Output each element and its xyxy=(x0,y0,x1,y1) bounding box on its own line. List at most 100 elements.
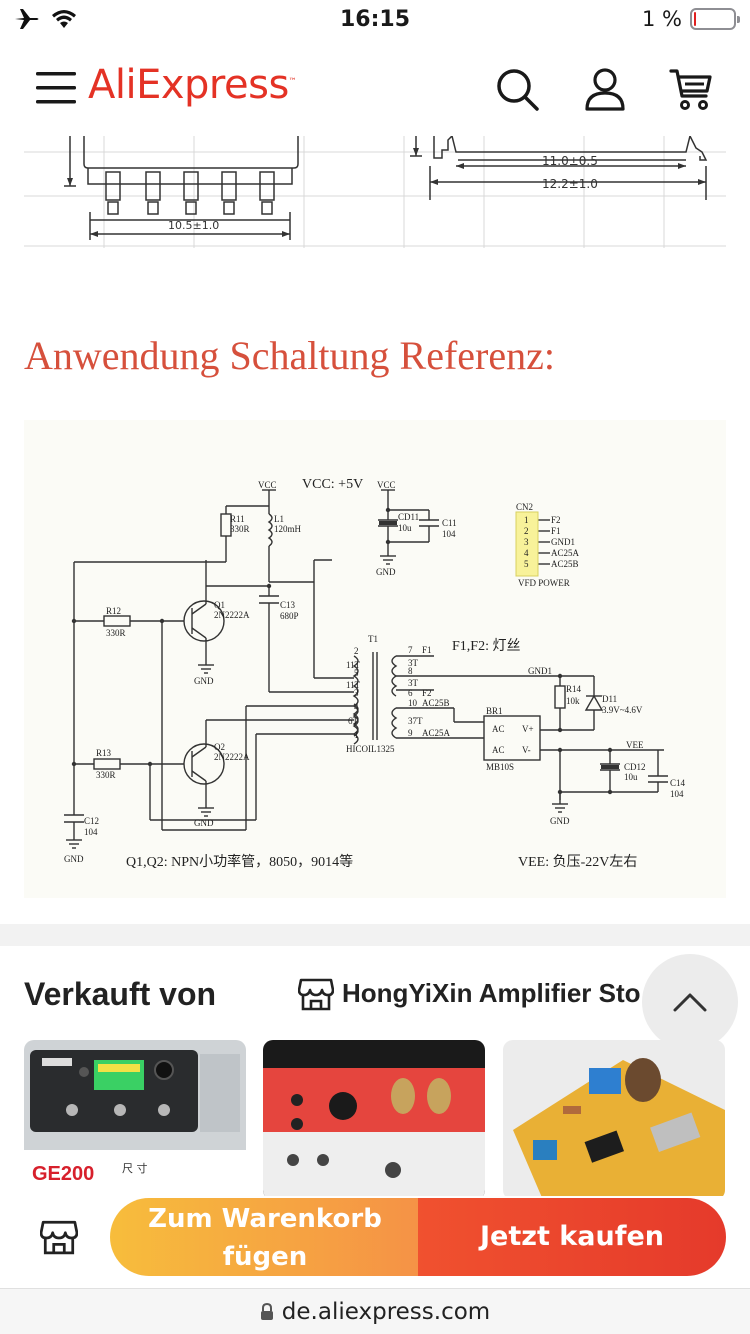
schematic-note: Q1,Q2: NPN小功率管，8050，9014等 xyxy=(126,853,353,870)
schematic-label: 104 xyxy=(84,827,98,837)
schematic-label: 37T xyxy=(408,716,423,726)
dim-label: 12.2±1.0 xyxy=(542,177,598,191)
schematic-label: 3 xyxy=(354,688,359,698)
schematic-note: VEE: 负压-22V左右 xyxy=(518,854,637,870)
schematic-label: 1 xyxy=(524,515,529,525)
schematic-label: 10 xyxy=(408,698,418,708)
schematic-label: 7 xyxy=(408,645,413,655)
schematic-label: GND xyxy=(194,818,214,828)
schematic-image: VCC VCC R11 330R L1 120mH CD11 10u C11 1… xyxy=(24,420,726,898)
schematic-label: F1 xyxy=(551,526,561,536)
add-to-cart-button[interactable]: Zum Warenkorb fügen xyxy=(110,1198,420,1276)
schematic-label: CD11 xyxy=(398,512,419,522)
schematic-label: Q2 xyxy=(214,742,225,752)
schematic-label: GND xyxy=(64,854,84,864)
schematic-label: L1 xyxy=(274,514,284,524)
schematic-label: AC xyxy=(492,745,505,755)
cart-icon[interactable] xyxy=(668,66,714,112)
schematic-label: F1 xyxy=(422,645,432,655)
schematic-label: AC25A xyxy=(422,728,451,738)
schematic-label: C11 xyxy=(442,518,457,528)
schematic-note: F1,F2: 灯丝 xyxy=(452,638,520,654)
user-icon[interactable] xyxy=(582,66,628,112)
url-text: de.aliexpress.com xyxy=(281,1299,491,1325)
product-card[interactable]: GE200 尺 寸 xyxy=(24,1040,246,1200)
buy-now-button[interactable]: Jetzt kaufen xyxy=(418,1198,726,1276)
logo-text: AliExpress xyxy=(88,62,289,108)
schematic-label: 3T xyxy=(408,658,419,668)
lock-icon xyxy=(260,1303,273,1320)
battery-percent: 1 % xyxy=(642,7,682,31)
bottom-action-bar: Zum Warenkorb fügen Jetzt kaufen xyxy=(0,1196,750,1288)
schematic-label: C12 xyxy=(84,816,99,826)
battery-level xyxy=(694,12,696,26)
airplane-icon xyxy=(15,9,39,29)
search-icon[interactable] xyxy=(494,66,540,112)
schematic-label: VCC xyxy=(258,480,277,490)
product-image: GE200 尺 寸 xyxy=(24,1040,246,1200)
schematic-label: F2 xyxy=(422,688,432,698)
schematic-label: 3 xyxy=(524,537,529,547)
schematic-label: R14 xyxy=(566,684,582,694)
seller-section: Verkauft von HongYiXin Amplifier Store xyxy=(0,960,750,1030)
schematic-label: Q1 xyxy=(214,600,225,610)
product-card[interactable] xyxy=(503,1040,725,1200)
product-image xyxy=(263,1040,485,1200)
schematic-label: 120mH xyxy=(274,524,302,534)
section-divider xyxy=(0,924,750,946)
schematic-label: 10k xyxy=(566,696,580,706)
schematic-label: R11 xyxy=(230,514,245,524)
schematic-label: GND xyxy=(550,816,570,826)
schematic-label: 680P xyxy=(280,611,299,621)
schematic-label: 6T xyxy=(348,716,359,726)
schematic-label: 11T xyxy=(346,680,361,690)
cart-label-line2: fügen xyxy=(222,1242,308,1272)
schematic-label: AC25A xyxy=(551,548,580,558)
schematic-label: 2N2222A xyxy=(214,610,250,620)
schematic-label: 1 xyxy=(354,730,359,740)
aliexpress-logo[interactable]: AliExpress™ xyxy=(88,62,297,108)
section-heading: Anwendung Schaltung Referenz: xyxy=(24,333,555,378)
schematic-label: CN2 xyxy=(516,502,533,512)
schematic-label: 330R xyxy=(230,524,250,534)
schematic-label: AC xyxy=(492,724,505,734)
schematic-label: 4 xyxy=(524,548,529,558)
app-header: AliExpress™ xyxy=(0,40,750,136)
dim-label: 10.5±1.0 xyxy=(168,219,219,232)
store-icon[interactable] xyxy=(298,976,334,1012)
schematic-label: R13 xyxy=(96,748,112,758)
browser-url-bar[interactable]: de.aliexpress.com xyxy=(0,1288,750,1334)
menu-icon[interactable] xyxy=(36,70,76,106)
store-icon[interactable] xyxy=(40,1218,78,1256)
schematic-label: VEE xyxy=(626,740,644,750)
circuit-schematic: VCC VCC R11 330R L1 120mH CD11 10u C11 1… xyxy=(64,477,686,870)
schematic-label: 4 xyxy=(354,702,359,712)
schematic-label: V+ xyxy=(522,724,534,734)
schematic-label: CD12 xyxy=(624,762,646,772)
cart-label-line1: Zum Warenkorb xyxy=(148,1204,382,1234)
schematic-label: 104 xyxy=(442,529,456,539)
chevron-up-icon xyxy=(673,993,707,1012)
schematic-label: 6 xyxy=(408,688,413,698)
schematic-label: AC25B xyxy=(551,559,579,569)
store-name-link[interactable]: HongYiXin Amplifier Store xyxy=(342,978,642,1008)
dim-label: 11.0±0.5 xyxy=(542,154,598,168)
product-image xyxy=(503,1040,725,1200)
scroll-to-top-button[interactable] xyxy=(642,954,738,1050)
schematic-label: AC25B xyxy=(422,698,450,708)
schematic-label: F2 xyxy=(551,515,561,525)
schematic-label: R12 xyxy=(106,606,121,616)
product-card[interactable] xyxy=(263,1040,485,1200)
schematic-label: MB10S xyxy=(486,762,514,772)
schematic-label: BR1 xyxy=(486,706,503,716)
schematic-label: 3.9V~4.6V xyxy=(602,705,643,715)
product-caption: 尺 寸 xyxy=(122,1161,148,1175)
battery-icon xyxy=(690,8,740,30)
schematic-label: HICOIL1325 xyxy=(346,744,395,754)
dimension-drawing: 10.5±1.0 11.0±0.5 12.2±1.0 xyxy=(24,136,726,248)
schematic-label: 8 xyxy=(408,666,413,676)
schematic-label: GND1 xyxy=(551,537,575,547)
product-carousel: GE200 尺 寸 xyxy=(0,1040,750,1200)
schematic-label: VCC xyxy=(377,480,396,490)
product-badge: GE200 xyxy=(32,1163,94,1185)
